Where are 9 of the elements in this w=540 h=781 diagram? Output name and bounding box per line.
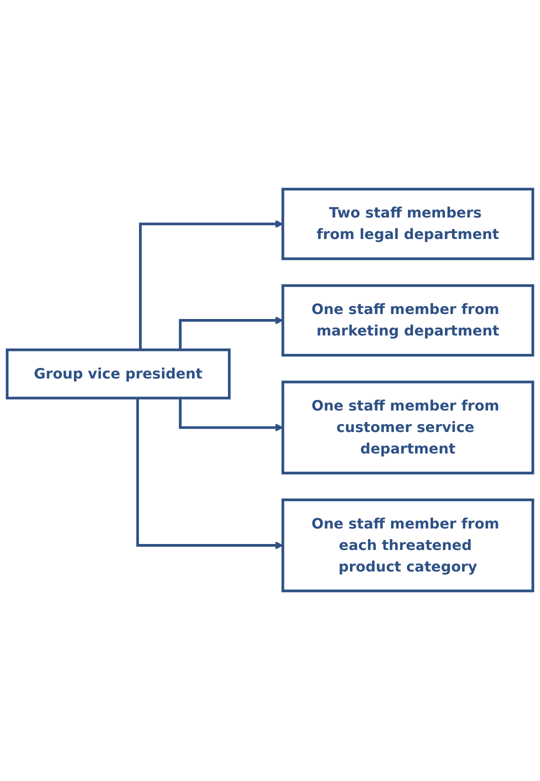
node-box: One staff member from each threatened product category [282,498,534,593]
node-box: One staff member from customer service department [282,381,534,475]
node-box: One staff member from marketing department [282,284,534,358]
node-box: Two staff members from legal department [282,188,534,261]
node-box: Group vice president [6,348,231,400]
arrow [178,316,284,350]
arrow [136,398,284,550]
arrow [178,398,284,432]
arrow [139,220,284,350]
